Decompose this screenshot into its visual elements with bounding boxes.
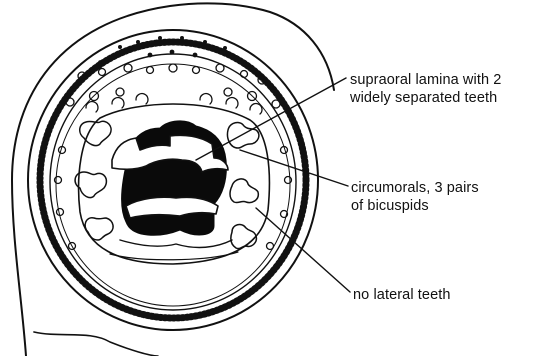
circumoral-teeth-left	[75, 121, 113, 240]
head-outline-bottom	[34, 332, 158, 356]
circumoral-teeth-right	[227, 123, 258, 249]
label-lateral-teeth: no lateral teeth	[353, 286, 451, 304]
label-circumorals-line-2: of bicuspids	[351, 197, 479, 215]
lower-lip-fold	[120, 240, 232, 247]
label-supraoral-lamina: supraoral lamina with 2 widely separated…	[350, 71, 501, 107]
label-lateral-line: no lateral teeth	[353, 286, 451, 304]
label-supraoral-line-1: supraoral lamina with 2	[350, 71, 501, 89]
label-circumorals: circumorals, 3 pairs of bicuspids	[351, 179, 479, 215]
label-supraoral-line-2: widely separated teeth	[350, 89, 501, 107]
label-circumorals-line-1: circumorals, 3 pairs	[351, 179, 479, 197]
